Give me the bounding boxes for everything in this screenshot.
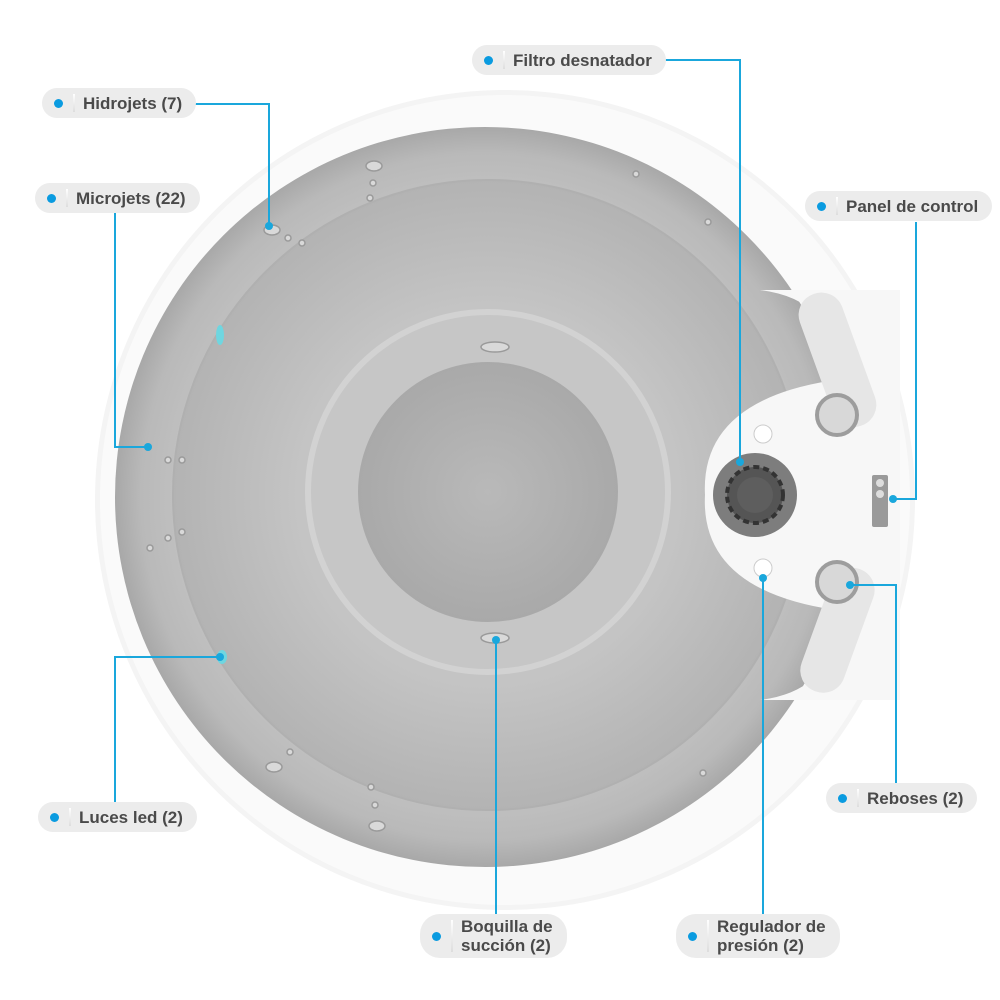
label-panel-de-control: Panel de control bbox=[805, 191, 993, 221]
overflow-top bbox=[815, 393, 859, 437]
label-text: Filtro desnatador bbox=[513, 50, 652, 70]
callout-lines bbox=[114, 59, 917, 915]
pressure-regulator-top bbox=[753, 424, 773, 444]
label-text: Microjets (22) bbox=[76, 188, 186, 208]
label-line: Boquilla de bbox=[461, 917, 553, 936]
bullet-icon bbox=[817, 201, 826, 211]
label-text: Panel de control bbox=[846, 196, 979, 216]
label-filtro-desnatador: Filtro desnatador bbox=[472, 45, 666, 75]
label-line: succión (2) bbox=[461, 936, 551, 955]
label-luces-led: Luces led (2) bbox=[38, 802, 197, 832]
bullet-icon bbox=[432, 931, 441, 941]
bullet-icon bbox=[484, 55, 493, 65]
label-hidrojets: Hidrojets (7) bbox=[42, 88, 197, 118]
label-text: Reboses (2) bbox=[867, 788, 964, 808]
control-panel bbox=[872, 475, 888, 527]
label-line: Regulador de bbox=[717, 917, 826, 936]
overflow-bottom bbox=[815, 560, 859, 604]
footwell bbox=[358, 362, 618, 622]
label-microjets: Microjets (22) bbox=[35, 183, 200, 213]
jets bbox=[144, 160, 712, 832]
bullet-icon bbox=[47, 193, 56, 203]
bullet-icon bbox=[50, 812, 59, 822]
label-text: Luces led (2) bbox=[79, 807, 183, 827]
callout-dots bbox=[144, 222, 897, 661]
bullet-icon bbox=[688, 931, 697, 941]
label-line: presión (2) bbox=[717, 936, 804, 955]
led-light-top bbox=[216, 325, 224, 345]
label-reboses: Reboses (2) bbox=[826, 783, 978, 813]
bullet-icon bbox=[54, 98, 63, 108]
bullet-icon bbox=[838, 793, 847, 803]
label-text: Hidrojets (7) bbox=[83, 93, 183, 113]
